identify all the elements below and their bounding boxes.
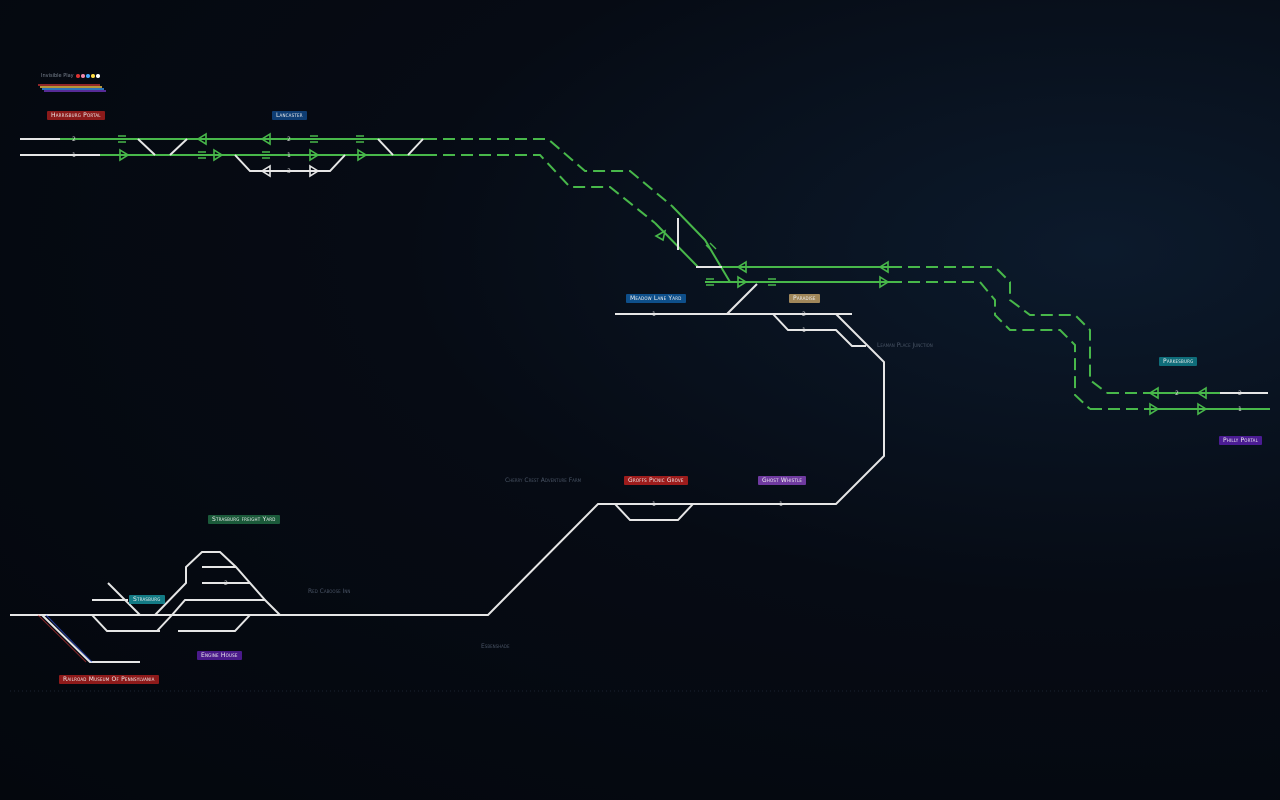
track-number-labels: 2 1 2 1 3 1 2 1 1 1 2 2 1 2 (72, 136, 1242, 587)
signal-lancaster-east-1-icon[interactable] (357, 148, 368, 162)
track-number-lancaster-2: 2 (287, 136, 291, 143)
station-railroad-museum[interactable]: Railroad Museum Of Pennsylvania (59, 675, 159, 684)
legend-dot (96, 73, 101, 78)
map-legend: Invisible Play (38, 70, 118, 102)
place-leaman-place-junction: Leaman Place Junction (877, 342, 933, 349)
signal-paradise-2-icon[interactable] (878, 260, 889, 274)
signals[interactable] (119, 132, 1208, 416)
track-number-paradise-1: 1 (802, 327, 806, 334)
signal-siding-east-icon[interactable] (309, 164, 320, 178)
signal-parkesburg-2-west-icon[interactable] (1148, 386, 1159, 400)
track-number-ghost-1: 1 (779, 501, 783, 508)
main-line-track (20, 138, 1270, 410)
station-strasburg-freight-yard[interactable]: Strasburg freight Yard (208, 515, 280, 524)
signal-harrisburg-icon[interactable] (119, 148, 130, 162)
signal-parkesburg-1-west-icon[interactable] (1149, 402, 1160, 416)
legend-bar (42, 88, 104, 90)
station-strasburg[interactable]: Strasburg (129, 595, 165, 604)
track-number-meadow-1: 1 (652, 311, 656, 318)
signal-paradise-1-icon[interactable] (879, 275, 890, 289)
track-number-groffs-1: 1 (652, 501, 656, 508)
legend-color-dots (75, 73, 101, 79)
legend-dot (81, 73, 86, 78)
station-groffs-picnic-grove[interactable]: Groffs Picnic Grove (624, 476, 688, 485)
legend-bar (38, 84, 100, 86)
block-markers (118, 135, 776, 286)
track-number-paradise-2: 2 (802, 311, 806, 318)
station-ghost-whistle[interactable]: Ghost Whistle (758, 476, 807, 485)
signal-crossover-icon[interactable] (213, 148, 224, 162)
place-red-caboose-inn: Red Caboose Inn (308, 588, 351, 595)
place-cherry-crest-farm: Cherry Crest Adventure Farm (505, 477, 582, 484)
station-engine-house[interactable]: Engine House (197, 651, 242, 660)
signal-lancaster-west-icon[interactable] (196, 132, 207, 146)
track-number-parkesburg-2b: 2 (1238, 390, 1242, 397)
signal-meadow-2-icon[interactable] (736, 260, 747, 274)
track-number-strasburg-yard-2: 2 (224, 580, 228, 587)
signal-parkesburg-2-east-icon[interactable] (1196, 386, 1207, 400)
station-harrisburg-portal[interactable]: Harrisburg Portal (47, 111, 105, 120)
track-number-harrisburg-2: 2 (72, 136, 76, 143)
station-parkesburg[interactable]: Parkesburg (1159, 357, 1198, 366)
signal-lancaster-1-icon[interactable] (309, 148, 320, 162)
legend-bar (40, 86, 102, 88)
station-lancaster[interactable]: Lancaster (272, 111, 307, 120)
station-meadow-lane-yard[interactable]: Meadow Lane Yard (626, 294, 686, 303)
branch-line-track (10, 283, 885, 663)
track-number-parkesburg-1: 1 (1238, 406, 1242, 413)
station-paradise[interactable]: Paradise (789, 294, 820, 303)
track-number-harrisburg-1: 1 (72, 152, 76, 159)
signal-parkesburg-1-east-icon[interactable] (1197, 402, 1208, 416)
legend-title-row: Invisible Play (41, 73, 101, 79)
legend-dot (76, 73, 81, 78)
signal-descent-icon[interactable] (654, 229, 667, 242)
legend-dot (86, 73, 91, 78)
track-number-lancaster-3: 3 (287, 168, 291, 175)
legend-bar (44, 90, 106, 92)
place-esbenshade: Esbenshade (481, 643, 510, 650)
track-number-lancaster-1: 1 (287, 152, 291, 159)
station-philly-portal[interactable]: Philly Portal (1219, 436, 1263, 445)
signal-meadow-1-icon[interactable] (737, 275, 748, 289)
signal-siding-west-icon[interactable] (260, 164, 271, 178)
signal-lancaster-east-icon[interactable] (260, 132, 271, 146)
legend-title: Invisible Play (41, 73, 74, 79)
legend-dot (91, 73, 96, 78)
track-number-parkesburg-2: 2 (1175, 390, 1179, 397)
